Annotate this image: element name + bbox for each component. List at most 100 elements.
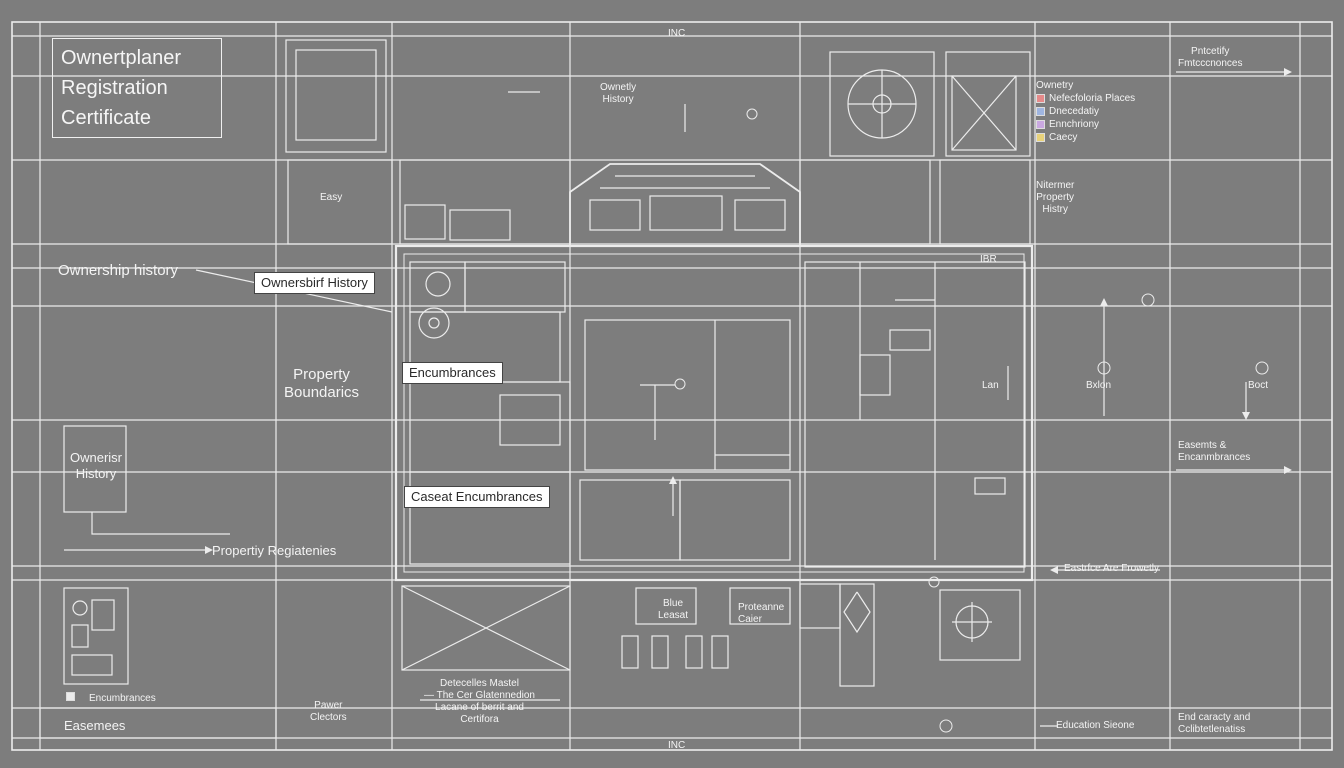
lower-right-room-2 bbox=[939, 589, 1021, 661]
marker-circle-6 bbox=[939, 719, 953, 733]
property-registeries-label: Propertiy Regiatenies bbox=[212, 543, 337, 558]
room-b bbox=[464, 261, 566, 313]
upper-left-inner bbox=[295, 49, 377, 141]
easy-room bbox=[287, 159, 393, 245]
upper-left-block bbox=[285, 39, 387, 153]
arrowhead-7 bbox=[669, 476, 677, 484]
legend-title: Ownetry bbox=[1036, 80, 1074, 91]
right-room-b bbox=[859, 354, 891, 396]
legend-item: Nefecfoloria Places bbox=[1036, 92, 1135, 105]
easy-label: Easy bbox=[320, 192, 343, 203]
ownership-history-label: Ownership history bbox=[58, 262, 179, 279]
legend: Ownetry Nefecfoloria Places Dnecedatiy E… bbox=[1036, 80, 1135, 144]
arrowhead-5 bbox=[1100, 298, 1108, 306]
upper-right-room-2 bbox=[939, 159, 1031, 245]
dimension-bottom: INC bbox=[668, 740, 686, 751]
right-room-c bbox=[974, 477, 1006, 495]
owner-history-frame bbox=[63, 425, 127, 513]
lower-right-room bbox=[799, 583, 841, 629]
thumb-circle bbox=[72, 600, 88, 616]
bullet-icon bbox=[66, 692, 75, 701]
lower-diamond bbox=[843, 591, 871, 634]
marker-circle-3 bbox=[1097, 361, 1111, 375]
lower-x-diag-2 bbox=[401, 585, 571, 671]
legend-swatch-1 bbox=[1036, 94, 1045, 103]
lower-mid-room bbox=[635, 587, 697, 625]
room-e bbox=[499, 394, 561, 446]
right-room-a bbox=[889, 329, 931, 351]
marker-circle-2 bbox=[1141, 293, 1155, 307]
pillar-3 bbox=[685, 635, 703, 669]
arrowhead-1 bbox=[205, 546, 213, 554]
lan-label: Lan bbox=[982, 380, 999, 391]
education-street-label: Education Sieone bbox=[1056, 720, 1135, 731]
owner-history-callout: Ownersbirf History bbox=[254, 272, 375, 294]
stair-wheel-hub bbox=[428, 317, 440, 329]
marker-circle-4 bbox=[1255, 361, 1269, 375]
top-wing-room bbox=[589, 199, 641, 231]
legend-swatch-3 bbox=[1036, 120, 1045, 129]
room-f bbox=[409, 471, 571, 565]
top-wing-room-3 bbox=[734, 199, 786, 231]
pillar-4 bbox=[711, 635, 729, 669]
arrowhead-3 bbox=[1284, 466, 1292, 474]
dims-marker-label: IBR bbox=[980, 254, 997, 265]
lower-diamond-room bbox=[839, 583, 875, 687]
marker-circle-5 bbox=[674, 378, 686, 390]
room-a bbox=[409, 261, 466, 313]
arrowhead-2 bbox=[1284, 68, 1292, 76]
encumbrances-callout: Encumbrances bbox=[402, 362, 503, 384]
outer-frame bbox=[11, 21, 1333, 751]
stair-wheel bbox=[418, 307, 450, 339]
title-line-2: Registration bbox=[61, 77, 168, 99]
emblem-inner-2 bbox=[951, 75, 1017, 151]
pillar-2 bbox=[651, 635, 669, 669]
legend-swatch-2 bbox=[1036, 107, 1045, 116]
marker-circle-1 bbox=[746, 108, 758, 120]
title-line-3: Certificate bbox=[61, 107, 152, 129]
emblem-diag-2 bbox=[951, 75, 1017, 151]
atrium bbox=[584, 319, 791, 471]
upper-center-room-2 bbox=[404, 204, 446, 240]
pillar-1 bbox=[621, 635, 639, 669]
dimension-top: INC bbox=[668, 28, 686, 39]
leader-owner-box bbox=[91, 512, 230, 535]
top-wing-room-2 bbox=[649, 195, 723, 231]
fixture-circle bbox=[425, 271, 451, 297]
legend-item: Ennchriony bbox=[1036, 118, 1135, 131]
barlon-label: Bxlon bbox=[1086, 380, 1112, 391]
certificate-title-block: Ownertplaner Registration Certificate bbox=[52, 38, 222, 138]
building-inner-outline bbox=[403, 253, 1025, 573]
emblem-box-1 bbox=[829, 51, 935, 157]
arrowhead-6 bbox=[1242, 412, 1250, 420]
thumb-room-3 bbox=[71, 654, 113, 676]
lower-left-thumb bbox=[63, 587, 129, 685]
boot-label: Boct bbox=[1248, 380, 1269, 391]
legend-swatch-4 bbox=[1036, 133, 1045, 142]
grid-room bbox=[804, 261, 1026, 568]
thumb-room-2 bbox=[91, 599, 115, 631]
legend-item: Caecy bbox=[1036, 131, 1135, 144]
upper-center-room bbox=[399, 159, 571, 245]
upper-right-room bbox=[799, 159, 931, 245]
room-h bbox=[679, 479, 791, 561]
easemees-label: Easemees bbox=[64, 718, 126, 733]
encumbrances-bottom-label: Encumbrances bbox=[66, 692, 156, 705]
marker-circle-7 bbox=[928, 576, 940, 588]
emblem-box-2 bbox=[945, 51, 1031, 157]
thumb-room bbox=[71, 624, 89, 648]
room-g bbox=[579, 479, 681, 561]
title-line-1: Ownertplaner bbox=[61, 47, 182, 69]
legend-item: Dnecedatiy bbox=[1036, 105, 1135, 118]
